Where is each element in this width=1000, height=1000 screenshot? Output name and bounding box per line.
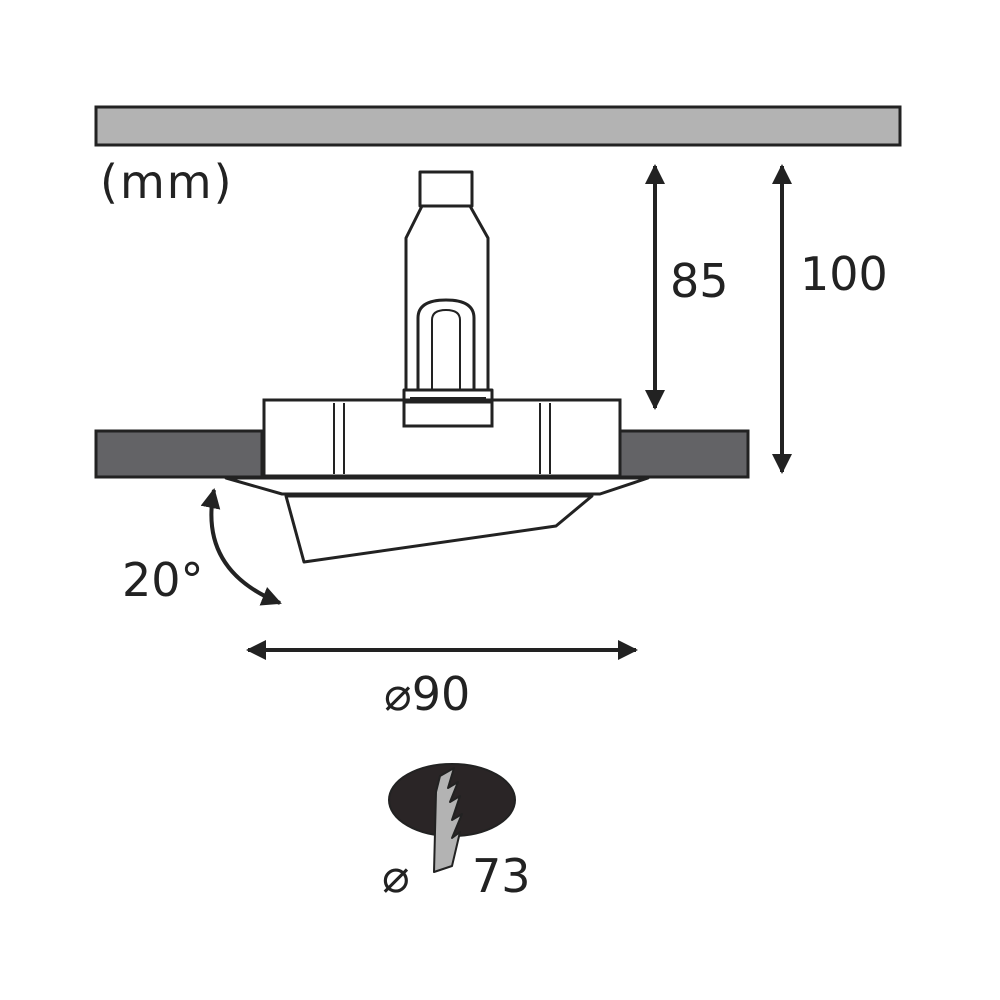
spring-clip [402, 170, 494, 428]
height-total-label: 100 [800, 247, 888, 301]
angle-arrow-icon [200, 488, 282, 606]
diameter-outer-label: ⌀90 [384, 667, 470, 721]
tilt-angle-label: 20° [122, 553, 204, 607]
ceiling-slab [94, 105, 902, 147]
cutout-value-label: 73 [472, 849, 531, 903]
tilted-lamp-body [284, 494, 594, 564]
ceiling-panel-left [94, 429, 264, 479]
luminaire-housing [262, 398, 622, 478]
cutout-symbol: ⌀ [382, 849, 410, 903]
unit-label: (mm) [100, 155, 234, 209]
saw-blade-icon [433, 767, 463, 873]
ceiling-panel-right [618, 429, 750, 479]
trim-ring [224, 476, 650, 496]
height-inner-label: 85 [670, 254, 729, 308]
